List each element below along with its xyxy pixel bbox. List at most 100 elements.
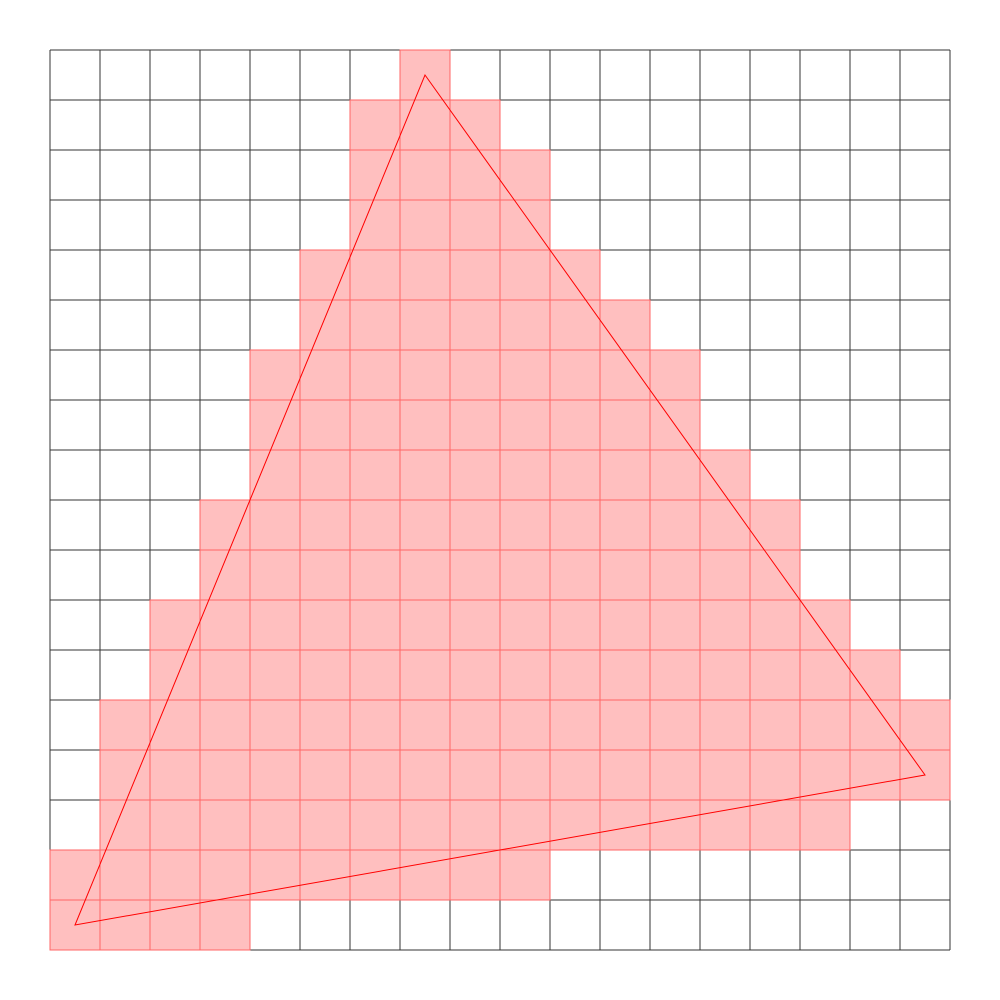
filled-cell — [650, 750, 700, 800]
filled-cell — [750, 700, 800, 750]
filled-cell — [500, 650, 550, 700]
filled-cell — [250, 750, 300, 800]
filled-cell — [200, 550, 250, 600]
filled-cell — [650, 350, 700, 400]
filled-cell — [500, 500, 550, 550]
filled-cell — [350, 500, 400, 550]
filled-cell — [500, 700, 550, 750]
filled-cell — [400, 350, 450, 400]
filled-cell — [300, 750, 350, 800]
triangle-outline — [74, 73, 926, 926]
filled-cell — [400, 300, 450, 350]
filled-cell — [600, 600, 650, 650]
filled-cell — [350, 200, 400, 250]
filled-cell — [400, 650, 450, 700]
filled-cell — [450, 650, 500, 700]
filled-cell — [300, 400, 350, 450]
filled-cell — [150, 800, 200, 850]
filled-cell — [550, 800, 600, 850]
filled-cell — [100, 750, 150, 800]
filled-cell — [600, 650, 650, 700]
filled-cell — [400, 100, 450, 150]
filled-cell-border — [499, 849, 551, 901]
filled-cell — [450, 300, 500, 350]
filled-cell — [100, 700, 150, 750]
filled-cell — [400, 200, 450, 250]
filled-cell — [550, 650, 600, 700]
filled-cell — [350, 700, 400, 750]
filled-cell — [100, 850, 150, 900]
filled-cell — [400, 700, 450, 750]
filled-cell — [550, 300, 600, 350]
filled-cell — [350, 150, 400, 200]
filled-cell — [850, 700, 900, 750]
filled-cell — [150, 750, 200, 800]
filled-cell — [500, 600, 550, 650]
filled-cell — [700, 800, 750, 850]
filled-cell — [550, 550, 600, 600]
filled-cell — [450, 200, 500, 250]
filled-cell — [650, 800, 700, 850]
filled-cell — [700, 600, 750, 650]
filled-cell — [150, 600, 200, 650]
filled-cell — [250, 650, 300, 700]
filled-cell — [800, 700, 850, 750]
triangle — [74, 73, 926, 926]
filled-cell — [750, 500, 800, 550]
filled-cell — [450, 100, 500, 150]
filled-cell — [450, 250, 500, 300]
filled-cell — [600, 400, 650, 450]
filled-cell — [200, 500, 250, 550]
filled-cell — [400, 150, 450, 200]
filled-cell — [400, 850, 450, 900]
filled-cell — [200, 800, 250, 850]
filled-cell — [300, 250, 350, 300]
filled-cell — [800, 600, 850, 650]
filled-cell — [450, 450, 500, 500]
filled-cell — [500, 450, 550, 500]
filled-cell — [350, 300, 400, 350]
filled-cell — [500, 300, 550, 350]
filled-cell — [350, 550, 400, 600]
filled-cell — [700, 550, 750, 600]
filled-cell — [250, 850, 300, 900]
filled-cell-border — [899, 749, 951, 801]
filled-cell — [650, 600, 700, 650]
filled-cell — [200, 700, 250, 750]
filled-cell — [600, 450, 650, 500]
filled-cell — [650, 500, 700, 550]
filled-cell — [200, 900, 250, 950]
filled-cell — [600, 550, 650, 600]
filled-cell — [400, 750, 450, 800]
filled-cell — [300, 300, 350, 350]
filled-cell — [500, 800, 550, 850]
filled-cell — [600, 750, 650, 800]
filled-cell-border — [799, 799, 851, 851]
filled-cell — [250, 450, 300, 500]
filled-cell — [350, 250, 400, 300]
filled-cell — [350, 800, 400, 850]
filled-cell — [500, 200, 550, 250]
filled-cell — [350, 400, 400, 450]
filled-cell — [450, 750, 500, 800]
filled-cell — [550, 400, 600, 450]
filled-cell — [550, 600, 600, 650]
filled-cell — [700, 750, 750, 800]
filled-cell — [300, 600, 350, 650]
filled-cell — [850, 750, 900, 800]
filled-cell — [650, 650, 700, 700]
filled-cell — [550, 500, 600, 550]
filled-cell — [150, 850, 200, 900]
filled-cell — [400, 450, 450, 500]
filled-cell — [150, 650, 200, 700]
filled-cell — [500, 350, 550, 400]
filled-cell — [300, 650, 350, 700]
filled-cell — [750, 650, 800, 700]
filled-cell — [200, 600, 250, 650]
filled-cell — [450, 850, 500, 900]
filled-cell — [250, 800, 300, 850]
filled-cell — [450, 550, 500, 600]
filled-cell — [550, 350, 600, 400]
filled-cell — [100, 800, 150, 850]
